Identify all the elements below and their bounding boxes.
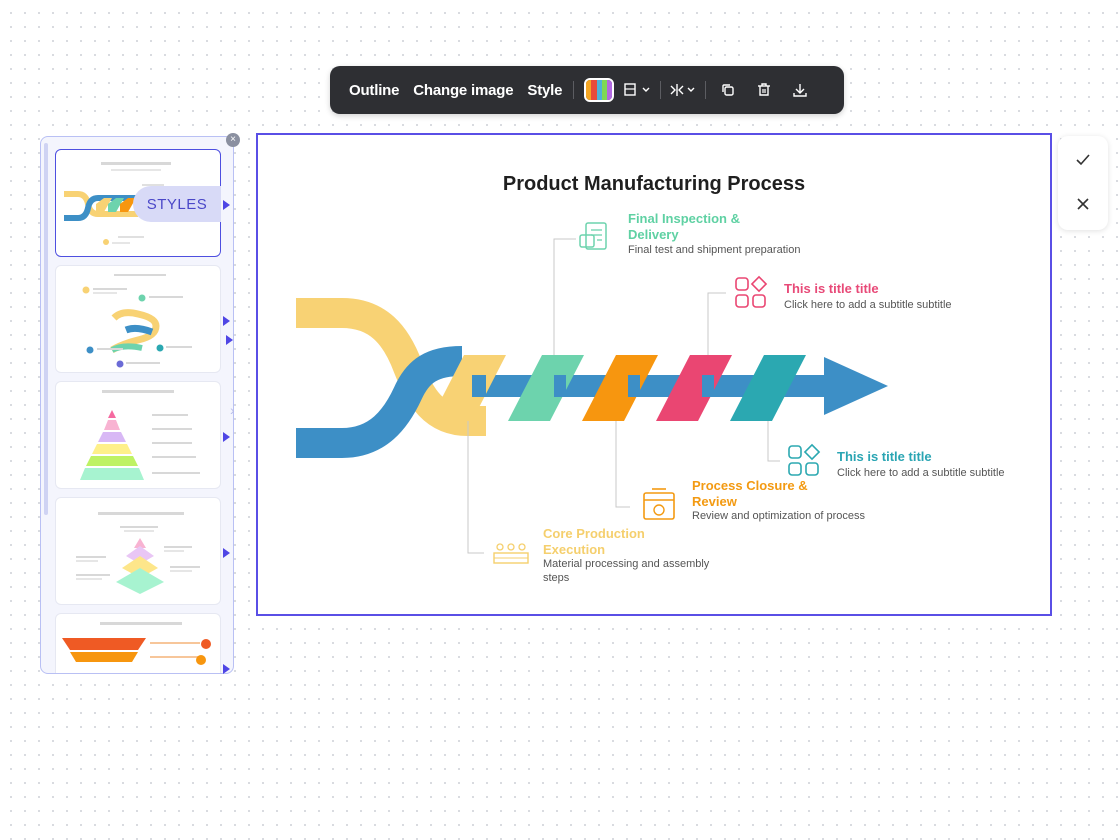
step-subtitle-teal[interactable]: Click here to add a subtitle subtitle (837, 467, 1005, 479)
cancel-button[interactable] (1071, 192, 1095, 216)
shapes-icon-teal (788, 443, 821, 476)
style-button[interactable]: Style (527, 81, 563, 99)
step-title-final-inspection[interactable]: Final Inspection & Delivery (628, 211, 740, 242)
production-icon (493, 543, 529, 564)
color-palette-button[interactable] (584, 78, 615, 102)
style-thumbnail-3[interactable] (55, 381, 221, 489)
connector-line (707, 292, 726, 355)
thumbnail-arrow (223, 548, 230, 558)
segment-teal (730, 355, 806, 421)
duplicate-button[interactable] (713, 75, 743, 105)
close-icon (1077, 198, 1089, 210)
step-title-pink[interactable]: This is title title (784, 281, 879, 296)
layout-dropdown-button[interactable] (623, 75, 653, 105)
palette-swatch (591, 80, 597, 100)
connector-line (553, 238, 576, 355)
slide-title[interactable]: Product Manufacturing Process (502, 173, 806, 195)
arrow-head (824, 357, 888, 415)
palette-swatch (586, 80, 592, 100)
machine-icon (643, 488, 675, 520)
flip-icon (670, 84, 695, 96)
process-diagram (296, 222, 888, 564)
toolbar-divider (705, 81, 707, 99)
flip-dropdown-button[interactable] (668, 75, 698, 105)
thumbnail-preview (76, 512, 200, 594)
connector-line (767, 421, 780, 462)
connector-line (467, 421, 484, 554)
panel-scrollbar[interactable] (44, 143, 48, 515)
step-subtitle-core-production[interactable]: Material processing and assembly steps (543, 558, 710, 584)
palette-swatch (601, 80, 608, 100)
thumbnail-preview (62, 622, 211, 665)
document-icon (579, 222, 607, 250)
trash-icon (758, 83, 771, 96)
download-button[interactable] (785, 75, 815, 105)
floating-toolbar: Outline Change image Style (330, 66, 844, 114)
thumbnail-preview (82, 274, 192, 368)
connector-line (615, 421, 630, 508)
styles-label: STYLES (133, 186, 221, 222)
check-icon (1076, 154, 1090, 166)
step-title-teal[interactable]: This is title title (837, 449, 932, 464)
step-title-core-production[interactable]: Core Production Execution (543, 526, 645, 557)
delete-button[interactable] (749, 75, 779, 105)
toolbar-divider (573, 81, 575, 99)
styles-panel (40, 136, 234, 674)
edit-actions (1058, 136, 1108, 230)
step-subtitle-process-closure[interactable]: Review and optimization of process (692, 510, 866, 522)
segment-green (508, 355, 584, 421)
panel-resize-handle[interactable]: › (230, 402, 235, 418)
thumbnail-arrow (223, 664, 230, 674)
thumbnail-preview (64, 162, 178, 245)
thumbnail-arrow (223, 432, 230, 442)
palette-swatch (607, 80, 613, 100)
confirm-button[interactable] (1071, 148, 1095, 172)
toolbar-divider (660, 81, 662, 99)
active-thumbnail-arrow (223, 200, 230, 210)
change-image-button[interactable]: Change image (413, 81, 514, 99)
style-thumbnail-5[interactable] (55, 613, 221, 673)
thumbnail-preview (80, 390, 200, 480)
thumbnail-arrow (223, 316, 230, 326)
outline-button[interactable]: Outline (349, 81, 400, 99)
segment-orange (582, 355, 658, 421)
download-icon (793, 84, 807, 97)
step-subtitle-final-inspection[interactable]: Final test and shipment preparation (628, 244, 801, 256)
segment-yellow (430, 355, 506, 421)
thumbnail-pointer (226, 335, 233, 345)
blue-flow-band (296, 346, 463, 458)
palette-swatch (596, 80, 602, 100)
segment-pink (656, 355, 732, 421)
step-title-process-closure[interactable]: Process Closure & Review (692, 478, 808, 509)
style-thumbnail-2[interactable] (55, 265, 221, 373)
close-panel-icon[interactable]: × (226, 133, 240, 147)
step-subtitle-pink[interactable]: Click here to add a subtitle subtitle (784, 299, 952, 311)
style-thumbnail-4[interactable] (55, 497, 221, 605)
copy-icon (722, 84, 734, 96)
shapes-icon-pink (735, 275, 768, 308)
layout-icon (624, 83, 650, 96)
slide-canvas[interactable]: Product Manufacturing Process (256, 133, 1052, 616)
